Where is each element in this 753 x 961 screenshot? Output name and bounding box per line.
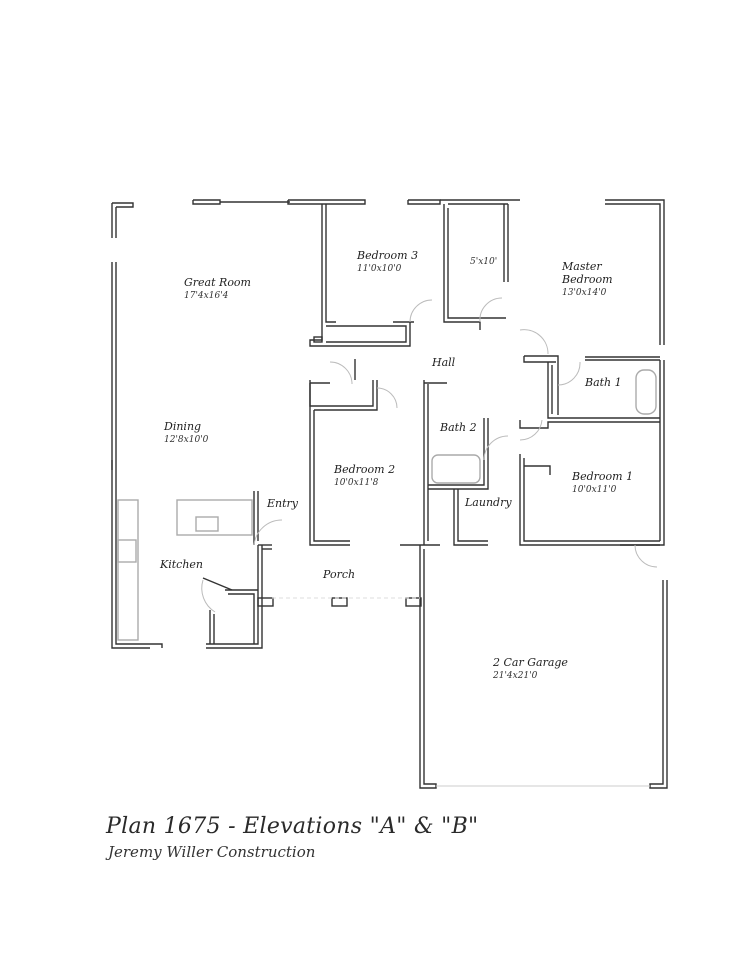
great-room-dims: 17'4x16'4 [184,291,229,301]
master-bedroom-label-1: Master [562,260,602,273]
bedroom1-dims: 10'0x11'0 [572,485,617,495]
master-bedroom-dims: 13'0x14'0 [562,288,607,298]
bedroom3-label: Bedroom 3 [357,249,419,262]
garage-dims: 21'4x21'0 [493,671,538,681]
plan-title: Plan 1675 - Elevations "A" & "B" [106,814,479,839]
porch-label: Porch [323,568,356,581]
laundry-label: Laundry [465,496,512,509]
dining-dims: 12'8x10'0 [164,435,209,445]
garage-label: 2 Car Garage [493,656,568,669]
bath1-label: Bath 1 [585,376,622,389]
bathtub [635,369,657,415]
kitchen-label: Kitchen [160,558,203,571]
bath2-label: Bath 2 [440,421,477,434]
great-room-label: Great Room [184,276,251,289]
master-walls [443,204,660,419]
dining-label: Dining [164,420,202,433]
bedroom2-walls [309,359,420,546]
entry-label: Entry [267,497,299,510]
builder-name: Jeremy Willer Construction [108,843,316,861]
closet-label: 5'x10' [470,257,498,267]
master-bedroom-label-2: Bedroom [562,273,613,286]
bedroom1-walls [519,420,660,546]
bedroom2-dims: 10'0x11'8 [334,478,379,488]
bedroom2-label: Bedroom 2 [334,463,396,476]
hall-label: Hall [432,356,456,369]
bedroom1-label: Bedroom 1 [572,470,634,483]
bedroom3-dims: 11'0x10'0 [357,264,402,274]
bath2-walls [423,380,489,546]
pantry-walls [202,577,258,644]
door-swings [201,297,658,613]
bedroom3-walls [309,204,414,347]
kitchen-fixtures [117,499,253,641]
